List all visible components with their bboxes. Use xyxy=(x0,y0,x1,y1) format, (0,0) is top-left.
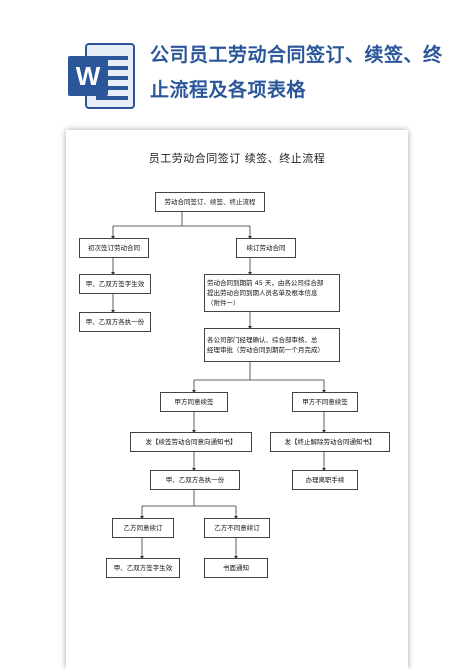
svg-text:W: W xyxy=(76,61,101,91)
flow-party-a-agree-box: 甲方同意续签 xyxy=(160,392,228,412)
flow-first-sign-box: 初次签订劳动合同 xyxy=(79,238,149,258)
document-title: 员工劳动合同签订 续签、终止流程 xyxy=(148,152,326,165)
flow-send-terminate-notice-box: 发【终止解除劳动合同通知书】 xyxy=(270,432,390,452)
flow-send-renew-notice-box: 发【续签劳动合同意向通知书】 xyxy=(130,432,252,452)
flow-party-a-disagree-box: 甲方不同意续签 xyxy=(292,392,358,412)
flow-renew-step2-box: 各公司部门经理确认、综合部审核、总 经理审批（劳动合同到期前一个月完成） xyxy=(204,328,340,362)
flow-first-sign-step2-box: 甲、乙双方各执一份 xyxy=(79,312,151,332)
flow-party-b-agree-box: 乙方同意续订 xyxy=(112,518,174,538)
flow-written-notice-box: 书面通知 xyxy=(204,558,268,578)
document-preview[interactable]: 员工劳动合同签订 续签、终止流程 xyxy=(66,130,408,669)
flow-renew-box: 续订劳动合同 xyxy=(236,238,296,258)
flow-start-box: 劳动合同签订、续签、终止流程 xyxy=(155,192,265,212)
word-icon: W xyxy=(68,43,135,109)
flow-renew-step1-box: 劳动合同到期前 45 天，由各公司综合部 提出劳动合同到期人员名单及根本信息 （… xyxy=(204,274,340,312)
flow-party-b-disagree-box: 乙方不同意续订 xyxy=(204,518,270,538)
page-title: 公司员工劳动合同签订、续签、终止流程及各项表格 xyxy=(150,44,443,101)
flow-resignation-box: 办理离职手续 xyxy=(292,470,358,490)
flow-party-b-agree-result-box: 甲、乙双方签字生效 xyxy=(106,558,180,578)
flow-connectors xyxy=(111,212,326,559)
flow-each-hold-copy-box: 甲、乙双方各执一份 xyxy=(150,470,240,490)
flow-first-sign-step1-box: 甲、乙双方签字生效 xyxy=(79,274,151,294)
